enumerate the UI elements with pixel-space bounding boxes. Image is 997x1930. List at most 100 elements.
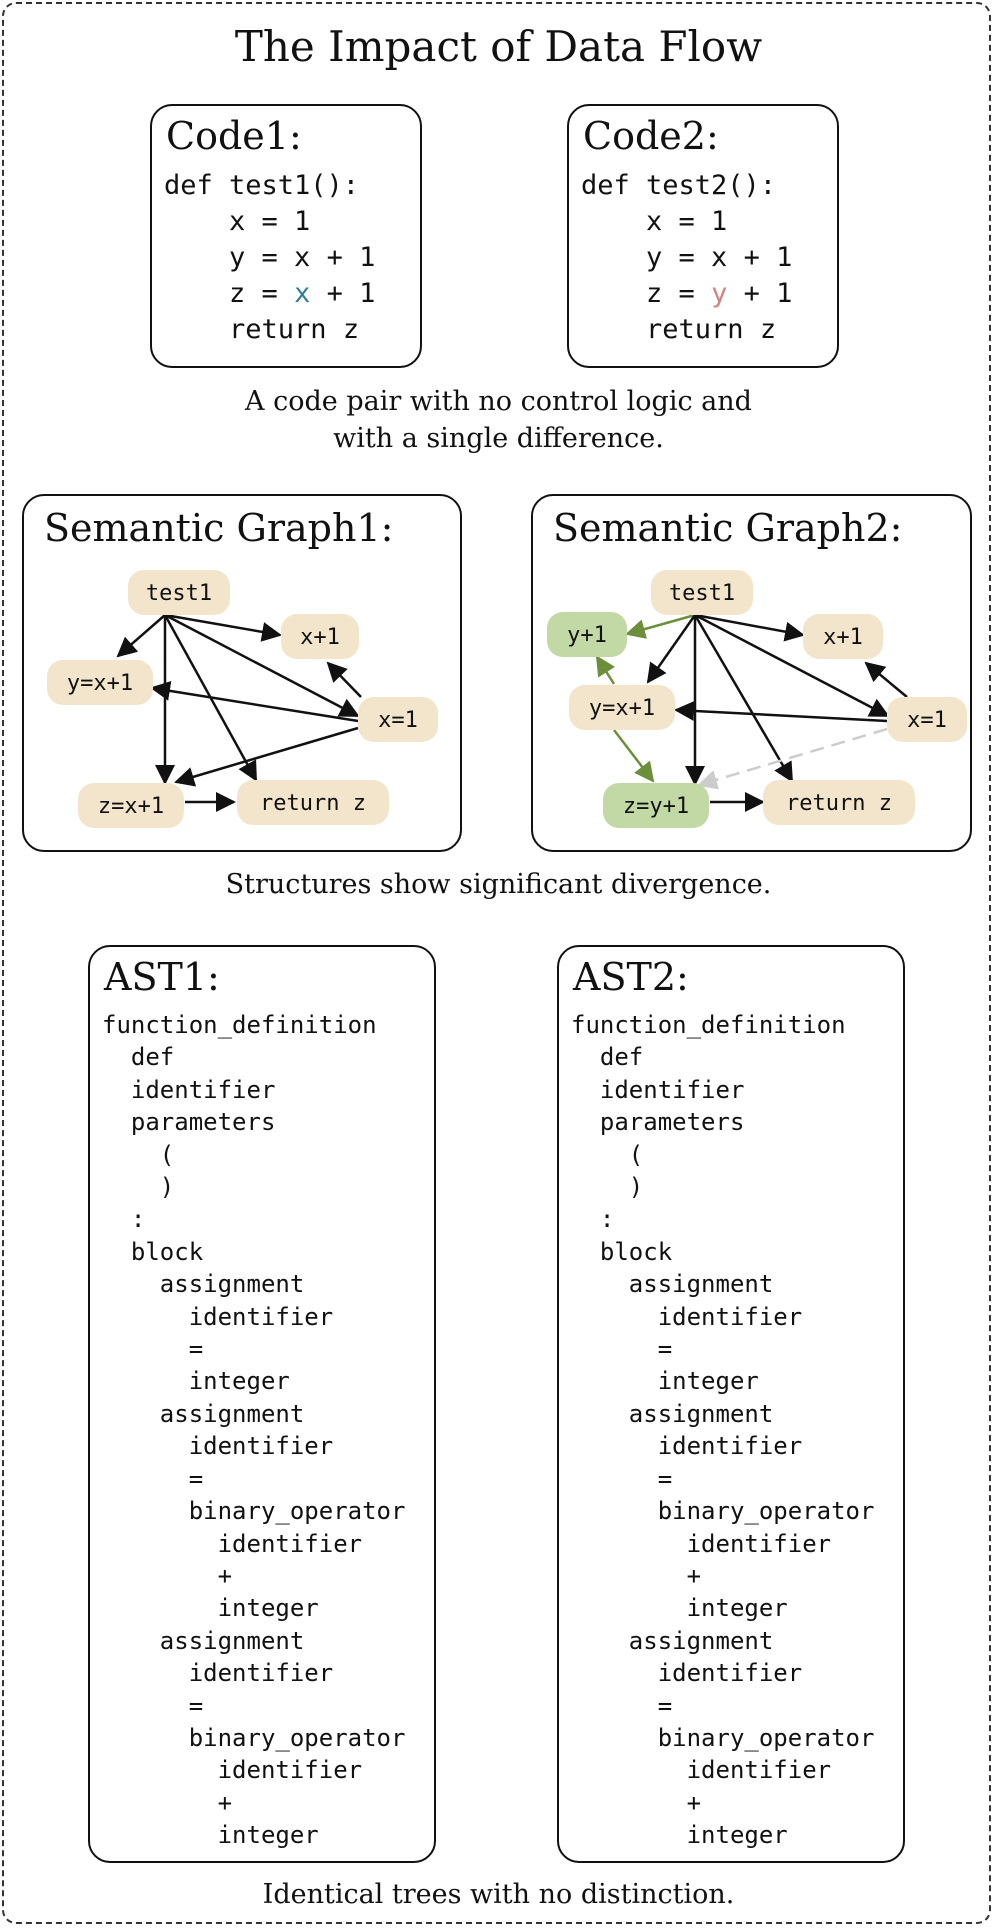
ast1-node: =	[102, 1691, 204, 1720]
graph1-node-return-z: return z	[237, 780, 389, 825]
graph2-edge-highlight	[613, 729, 655, 783]
ast2-node: assignment	[571, 1270, 774, 1299]
graph1-heading: Semantic Graph1:	[44, 506, 394, 550]
ast1-node: assignment	[102, 1399, 305, 1428]
ast2-node: =	[571, 1691, 673, 1720]
ast2-node: integer	[571, 1821, 788, 1850]
caption-line: A code pair with no control logic and	[245, 386, 752, 417]
ast1-node: :	[102, 1205, 146, 1234]
graph2-node-x-eq-1: x=1	[887, 697, 967, 742]
ast2-node: binary_operator	[571, 1723, 875, 1752]
ast1-node: =	[102, 1335, 204, 1364]
graph2-edge	[694, 613, 890, 718]
ast1-node: identifier	[102, 1756, 363, 1785]
ast1-node: identifier	[102, 1529, 363, 1558]
code2-line: y = x + 1	[646, 242, 793, 273]
ast2-node: parameters	[571, 1108, 745, 1137]
ast1-node: +	[102, 1788, 233, 1817]
ast1-node: def	[102, 1043, 175, 1072]
code1-listing: def test1(): x = 1 y = x + 1 z = x + 1 r…	[164, 168, 375, 348]
ast1-node: identifier	[102, 1659, 334, 1688]
caption-graphs: Structures show significant divergence.	[225, 869, 772, 900]
graph2-edge	[646, 614, 697, 684]
graph2-node-return-z: return z	[763, 780, 915, 825]
ast2-node: identifier	[571, 1529, 832, 1558]
ast1-node: binary_operator	[102, 1497, 406, 1526]
ast2-node: integer	[571, 1367, 759, 1396]
ast2-node: integer	[571, 1594, 788, 1623]
code1-line: def test1():	[164, 170, 360, 201]
graph2-edge-highlight	[625, 613, 696, 639]
graph1-edge	[116, 614, 166, 658]
ast1-node: integer	[102, 1367, 290, 1396]
graph1-edge	[164, 613, 282, 642]
code1-line: + 1	[310, 278, 376, 309]
graph2-heading: Semantic Graph2:	[553, 506, 903, 550]
ast2-box: AST2: function_definition def identifier…	[557, 945, 905, 1863]
graph1-diagram: test1 x+1 y=x+1 x=1 z=x+1 return z	[47, 570, 438, 828]
ast1-node: identifier	[102, 1302, 334, 1331]
ast1-heading: AST1:	[104, 955, 220, 999]
page-title: The Impact of Data Flow	[234, 22, 763, 71]
code1-line: x = 1	[229, 206, 311, 237]
ast2-node: assignment	[571, 1399, 774, 1428]
code2-heading: Code2:	[583, 114, 719, 158]
code1-diff-variable: x	[294, 278, 311, 309]
ast1-box: AST1: function_definition def identifier…	[88, 945, 436, 1863]
ast2-node: assignment	[571, 1626, 774, 1655]
ast2-node: binary_operator	[571, 1497, 875, 1526]
graph2-node-label: x=1	[907, 708, 947, 733]
ast1-node: identifier	[102, 1075, 276, 1104]
ast2-node: block	[571, 1237, 673, 1266]
ast2-node: (	[571, 1140, 644, 1169]
caption-ast: Identical trees with no distinction.	[262, 1879, 735, 1910]
graph1-node-z-eq-x-plus-1: z=x+1	[78, 783, 184, 828]
ast1-node: (	[102, 1140, 175, 1169]
graph1-node-label: return z	[260, 791, 366, 816]
code1-line: y = x + 1	[229, 242, 376, 273]
ast2-node: +	[571, 1561, 702, 1590]
ast1-tree: function_definition def identifier param…	[102, 1009, 405, 1852]
code1-heading: Code1:	[166, 114, 302, 158]
graph2-node-label: z=y+1	[623, 794, 689, 819]
graph2-node-label: test1	[669, 581, 735, 606]
graph2-node-x-plus-1: x+1	[803, 614, 883, 659]
ast1-node: assignment	[102, 1270, 305, 1299]
ast2-node: identifier	[571, 1756, 832, 1785]
graph1-edge	[174, 726, 359, 787]
graph2-edge	[693, 614, 794, 783]
ast2-node: +	[571, 1788, 702, 1817]
graph2-node-z-eq-y-plus-1: z=y+1	[603, 783, 709, 828]
graph2-node-label: return z	[786, 791, 892, 816]
graph2-node-label: y+1	[567, 623, 607, 648]
code2-line: z =	[646, 278, 712, 309]
graph2-node-label: x+1	[823, 625, 863, 650]
caption-line: with a single difference.	[333, 423, 664, 454]
graph2-diagram: test1 y+1 x+1 y=x+1 x=1 z=y+1 return z	[547, 570, 967, 828]
code2-line: x = 1	[646, 206, 728, 237]
code2-line: + 1	[727, 278, 793, 309]
ast1-node: =	[102, 1464, 204, 1493]
code2-listing: def test2(): x = 1 y = x + 1 z = y + 1 r…	[581, 168, 792, 348]
graph2-edge	[674, 700, 888, 723]
graph2-node-label: y=x+1	[589, 696, 655, 721]
ast1-node: +	[102, 1561, 233, 1590]
graph1-edge	[326, 661, 362, 698]
graph2-edge	[694, 613, 805, 642]
graph1-node-y-eq-x-plus-1: y=x+1	[47, 660, 153, 705]
graph1-node-x-plus-1: x+1	[281, 614, 359, 659]
graph1-node-label: x=1	[378, 708, 418, 733]
graph2-node-y-plus-1: y+1	[547, 612, 627, 657]
ast2-node: :	[571, 1205, 615, 1234]
ast2-node: )	[571, 1173, 644, 1202]
code1-line: z =	[229, 278, 295, 309]
graph1-node-test1: test1	[128, 570, 230, 615]
code2-diff-variable: y	[711, 278, 728, 309]
ast2-node: identifier	[571, 1659, 803, 1688]
graph2-node-test1: test1	[651, 570, 753, 615]
ast1-node: )	[102, 1173, 175, 1202]
graph1-node-label: test1	[146, 581, 212, 606]
ast1-node: function_definition	[102, 1011, 377, 1039]
ast2-node: def	[571, 1043, 644, 1072]
